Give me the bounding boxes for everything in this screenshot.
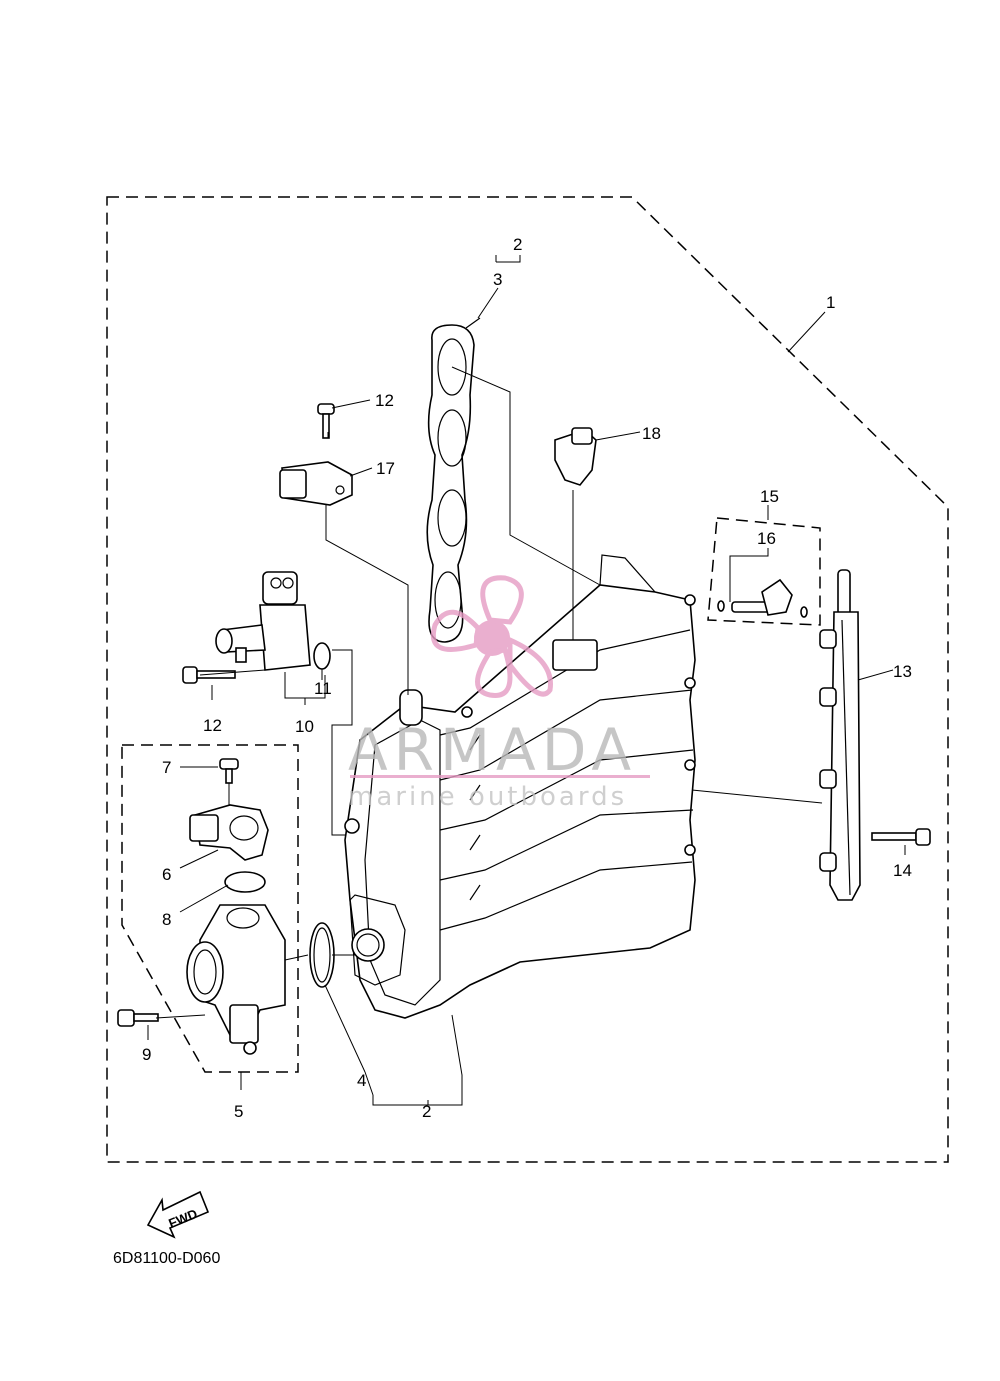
manifold-gasket [426, 317, 481, 643]
label-part-2-bottom: 2 [422, 1102, 431, 1121]
label-part-9: 9 [142, 1045, 151, 1064]
injector-assembly-boundary [707, 517, 821, 626]
label-part-3: 3 [493, 270, 502, 289]
label-part-13: 13 [893, 662, 912, 681]
watermark-tagline: marine outboards [348, 782, 627, 812]
idle-air-valve [215, 571, 311, 671]
propeller-logo-icon [431, 575, 553, 698]
label-part-12-top: 12 [375, 391, 394, 410]
fuel-injector [717, 578, 808, 618]
fuel-rail [819, 569, 861, 901]
intake-sensor [279, 461, 353, 506]
o-ring-8 [224, 871, 266, 893]
o-ring-11 [313, 642, 331, 670]
watermark-underline [350, 775, 650, 778]
label-part-16: 16 [757, 529, 776, 548]
hose-joint [554, 427, 597, 486]
o-ring-4-inner [313, 927, 331, 983]
label-part-6: 6 [162, 865, 171, 884]
label-part-17: 17 [376, 459, 395, 478]
label-part-14: 14 [893, 861, 912, 880]
bolt-14 [871, 828, 931, 846]
label-part-2-top: 2 [513, 235, 522, 254]
label-part-5: 5 [234, 1102, 243, 1121]
bolt-9 [117, 1009, 159, 1027]
throttle-position-sensor [189, 804, 269, 861]
assembly-boundary [106, 196, 949, 1163]
bolt-left [182, 666, 236, 684]
throttle-assembly-boundary [121, 744, 299, 1073]
armada-watermark: ARMADA marine outboards [348, 575, 650, 812]
screw-7 [219, 758, 239, 784]
screw-top [317, 403, 335, 439]
label-part-4: 4 [357, 1071, 366, 1090]
diagram-code: 6D81100-D060 [113, 1250, 220, 1267]
label-part-12-left: 12 [203, 716, 222, 735]
label-part-10: 10 [295, 717, 314, 736]
throttle-body [186, 904, 286, 1055]
label-part-7: 7 [162, 758, 171, 777]
label-part-8: 8 [162, 910, 171, 929]
fwd-arrow-icon: FWD [146, 1190, 210, 1239]
watermark-brand: ARMADA [348, 716, 637, 784]
intake-manifold [344, 554, 696, 1019]
leader-lines [147, 255, 906, 1106]
label-part-15: 15 [760, 487, 779, 506]
label-part-1: 1 [826, 293, 835, 312]
part-labels: 1 2 3 12 17 18 15 16 13 14 11 10 12 7 6 … [142, 235, 912, 1121]
label-part-18: 18 [642, 424, 661, 443]
label-part-11: 11 [314, 679, 332, 698]
